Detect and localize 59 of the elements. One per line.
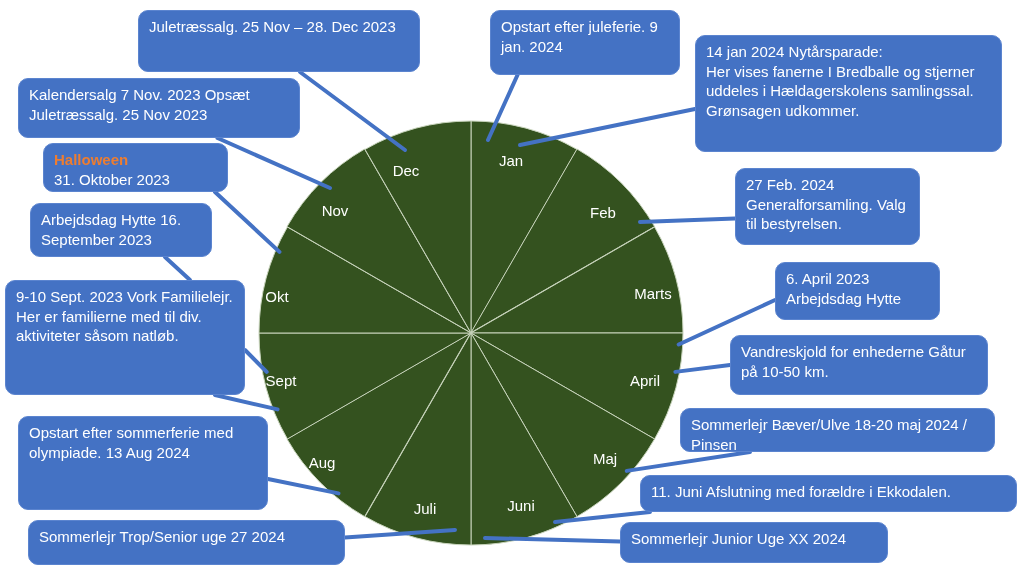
callout-tail: [483, 536, 622, 544]
month-label: Aug: [308, 453, 336, 471]
callout-tail: [213, 190, 282, 254]
month-label: Nov: [321, 201, 349, 219]
callout-text: Her vises fanerne I Bredballe og stjerner uddeles i Hældagerskolens samlingssal. Grønsagen udkommer.: [706, 61, 976, 120]
callout-heading: Halloween: [54, 150, 129, 170]
callout-tail: [215, 136, 332, 190]
callout-box: [735, 168, 920, 245]
callout-tail: [518, 107, 697, 147]
callout-text: Kalendersalg 7 Nov. 2023 Opsæt Juletræssalg. 25 Nov 2023: [29, 85, 251, 124]
callout-tail: [673, 363, 732, 374]
callout-text: 9-10 Sept. 2023 Vork Familielejr. Her er familierne med til div. aktiviteter såsom natløb.: [16, 287, 234, 346]
month-label: Juni: [507, 496, 535, 514]
callout-box: [730, 335, 988, 395]
month-label: April: [630, 371, 660, 389]
callout-tail: [638, 216, 737, 224]
month-label: Feb: [590, 203, 616, 221]
callout-tail: [163, 255, 192, 282]
callout-tail: [624, 450, 752, 473]
callout-box: [640, 475, 1017, 512]
month-label: Maj: [592, 449, 618, 467]
callout-text: Opstart efter sommerferie med olympiade. 13 Aug 2024: [29, 423, 235, 462]
callout-box: [18, 416, 268, 510]
callout-text: Sommerlejr Bæver/Ulve 18-20 maj 2024 / Pinsen: [691, 415, 968, 454]
callout-box: [775, 262, 940, 320]
callout-box: [43, 143, 228, 192]
month-label: Marts: [634, 284, 672, 302]
callout-box: [695, 35, 1002, 152]
month-label: Sept: [265, 371, 297, 389]
callout-text: 31. Oktober 2023: [54, 169, 170, 189]
callout-box: [680, 408, 995, 452]
month-label: Okt: [265, 287, 289, 305]
month-label: Jan: [498, 151, 524, 169]
callout-box: [30, 203, 212, 257]
callout-tail: [266, 477, 341, 496]
callout-tail: [486, 73, 520, 142]
callout-tail: [676, 298, 777, 347]
callout-text: 27 Feb. 2024 Generalforsamling. Valg til bestyrelsen.: [746, 175, 907, 234]
callout-text: Sommerlejr Junior Uge XX 2024: [631, 529, 847, 549]
callout-tail: [343, 528, 457, 540]
month-label: Dec: [392, 161, 420, 179]
callout-text: Juletræssalg. 25 Nov – 28. Dec 2023: [149, 17, 396, 37]
callout-box: [28, 520, 345, 565]
callout-box: [5, 280, 245, 395]
callout-text: 6. April 2023 Arbejdsdag Hytte: [786, 269, 903, 308]
callout-box: [490, 10, 680, 75]
callout-text: Vandreskjold for enhederne Gåtur på 10-50 km.: [741, 342, 967, 381]
callout-tail: [298, 70, 407, 152]
callout-text: Sommerlejr Trop/Senior uge 27 2024: [39, 527, 285, 547]
callout-text: 11. Juni Afslutning med forældre i Ekkodalen.: [651, 482, 951, 502]
callout-heading: 14 jan 2024 Nytårsparade:: [706, 42, 883, 62]
callout-text: Opstart efter juleferie. 9 jan. 2024: [501, 17, 659, 56]
callout-tail: [213, 393, 280, 412]
callout-text: Arbejdsdag Hytte 16. September 2023: [41, 210, 183, 249]
callout-box: [138, 10, 420, 72]
callout-box: [18, 78, 300, 138]
callout-box: [620, 522, 888, 563]
callout-tail: [553, 510, 652, 524]
month-label: Juli: [413, 499, 437, 517]
